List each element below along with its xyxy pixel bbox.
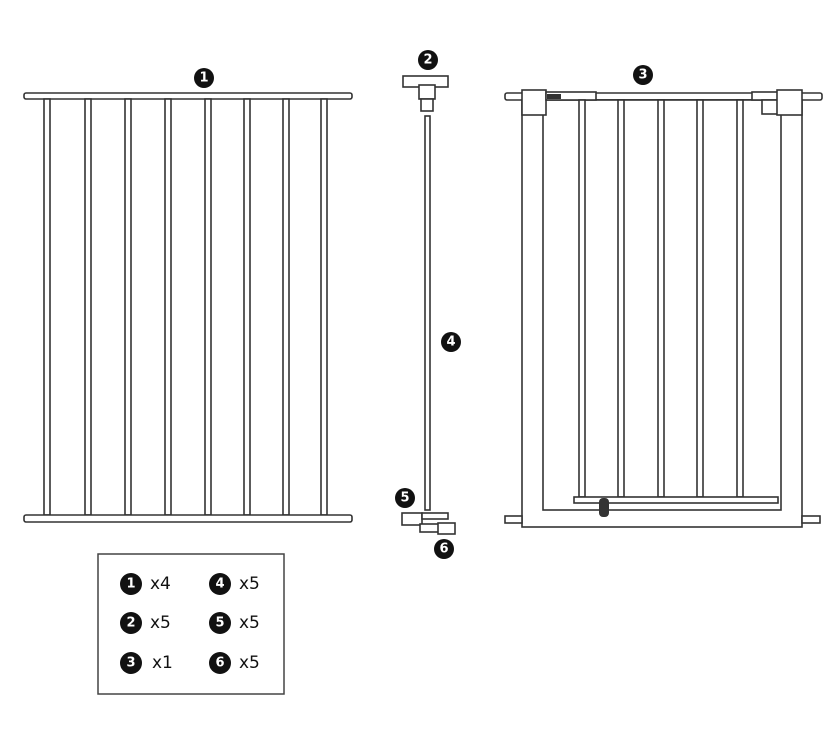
part-5-bottom-fitting (401, 512, 449, 526)
panel-bar (43, 98, 51, 516)
part-1-panel (23, 92, 353, 523)
callout-5: 5 (395, 488, 415, 508)
svg-text:6: 6 (439, 542, 448, 557)
callout-6: 6 (434, 539, 454, 559)
legend-qty-2: x5 (150, 613, 171, 633)
svg-text:1: 1 (199, 71, 208, 86)
svg-text:6: 6 (215, 656, 224, 671)
svg-text:5: 5 (400, 491, 409, 506)
panel-bar (84, 98, 92, 516)
gate-bar (736, 99, 744, 498)
callout-4: 4 (441, 332, 461, 352)
legend-badge-3: 3 (120, 652, 142, 674)
svg-text:3: 3 (638, 68, 647, 83)
callout-3: 3 (633, 65, 653, 85)
part-6-foot (419, 522, 456, 535)
gate-bar (696, 99, 704, 498)
callout-2: 2 (418, 50, 438, 70)
gate-bar (578, 99, 586, 498)
legend-qty-6: x5 (239, 653, 260, 673)
svg-text:4: 4 (446, 335, 455, 350)
svg-text:1: 1 (126, 577, 135, 592)
svg-text:3: 3 (126, 656, 135, 671)
callout-1: 1 (194, 68, 214, 88)
part-4-rod (424, 115, 431, 511)
legend-qty-4: x5 (239, 574, 260, 594)
legend-qty-3: x1 (152, 653, 173, 673)
legend-badge-5: 5 (209, 612, 231, 634)
legend-qty-1: x4 (150, 574, 171, 594)
legend-badge-2: 2 (120, 612, 142, 634)
panel-bar (124, 98, 132, 516)
legend-qty-5: x5 (239, 613, 260, 633)
legend-badge-1: 1 (120, 573, 142, 595)
legend-badge-4: 4 (209, 573, 231, 595)
panel-bar (282, 98, 290, 516)
panel-bar (320, 98, 328, 516)
svg-text:4: 4 (215, 577, 224, 592)
svg-text:5: 5 (215, 616, 224, 631)
part-2-top-fitting (402, 75, 449, 112)
gate-bar (617, 99, 625, 498)
gate-bar (657, 99, 665, 498)
part-3-gate (504, 89, 823, 528)
panel-bar (204, 98, 212, 516)
panel-bar (243, 98, 251, 516)
legend-badge-6: 6 (209, 652, 231, 674)
svg-text:2: 2 (126, 616, 135, 631)
parts-legend: 1 x4 2 x5 3 x1 4 x5 5 x5 6 x5 (97, 553, 285, 695)
panel-bar (164, 98, 172, 516)
svg-text:2: 2 (423, 53, 432, 68)
